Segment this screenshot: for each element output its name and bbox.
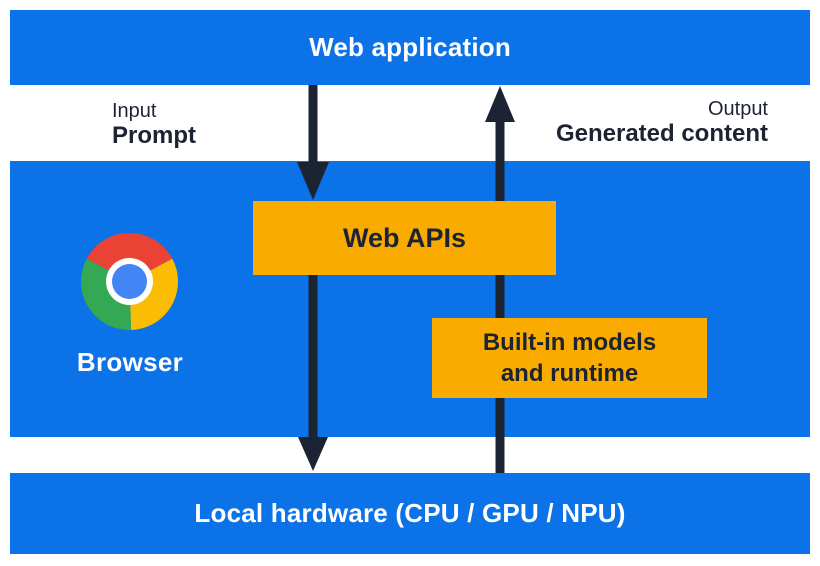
- local-hardware-label: Local hardware (CPU / GPU / NPU): [194, 498, 626, 528]
- input-caption: Input: [112, 100, 157, 122]
- chrome-logo-icon: [81, 233, 178, 330]
- prompt-label: Prompt: [112, 122, 196, 149]
- generated-content-label: Generated content: [555, 120, 768, 147]
- web-application-label: Web application: [309, 32, 511, 62]
- web-apis-label: Web APIs: [342, 222, 467, 253]
- browser-label: Browser: [76, 347, 184, 377]
- builtin-models-line2: and runtime: [500, 360, 639, 387]
- web-apis-box: Web APIs: [253, 201, 556, 275]
- local-hardware-band: Local hardware (CPU / GPU / NPU): [10, 473, 810, 554]
- builtin-models-box: Built-in models and runtime: [432, 318, 707, 398]
- output-caption: Output: [707, 98, 768, 120]
- input-flow-label: Input Prompt: [112, 100, 196, 149]
- builtin-models-line1: Built-in models: [482, 329, 657, 356]
- output-flow-label: Output Generated content: [556, 98, 768, 147]
- web-application-band: Web application: [10, 10, 810, 85]
